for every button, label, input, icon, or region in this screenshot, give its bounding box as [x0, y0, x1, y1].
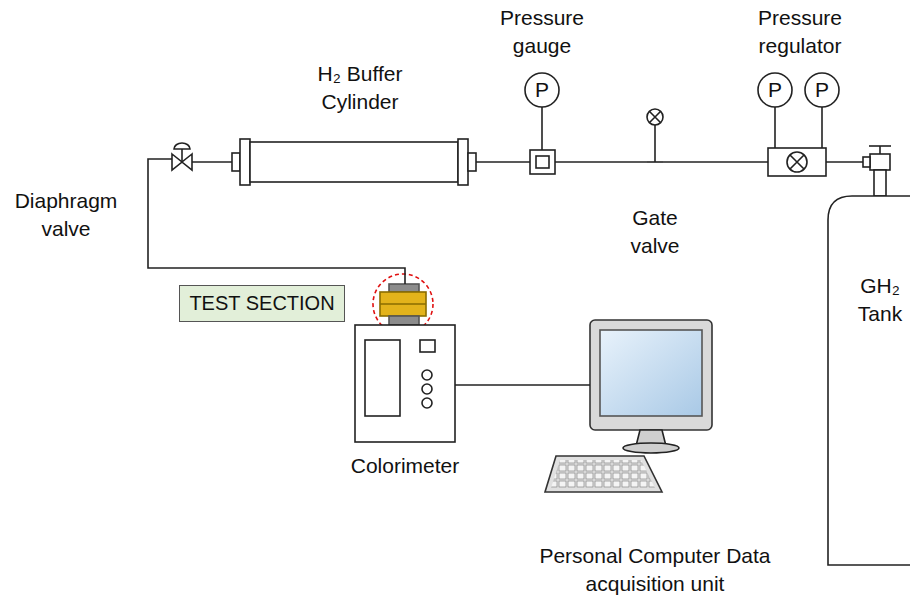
pipe-line — [476, 161, 530, 163]
component-label: H₂ Buffer Cylinder — [294, 60, 426, 115]
pressure-regulator: Pressure regulatorPP — [768, 148, 826, 176]
gauge-letter: P — [530, 76, 554, 104]
component-label: Gate valve — [617, 204, 693, 259]
gas-tank: GH₂ Tank — [828, 196, 910, 565]
pressure-gauge: Pressure gaugeP — [530, 150, 555, 174]
gauge-letter: P — [763, 76, 787, 104]
test-section-label: TEST SECTION — [179, 285, 345, 322]
pipe-line — [663, 161, 768, 163]
buffer-cylinder: H₂ Buffer Cylinder — [232, 139, 476, 185]
component-label: Pressure regulator — [745, 4, 855, 59]
component-label: Personal Computer Data acquisition unit — [535, 542, 775, 597]
valve-node: Diaphragm valve — [172, 146, 192, 172]
pipe-line — [455, 384, 590, 386]
computer: Personal Computer Data acquisition unit — [590, 318, 712, 432]
component-label: Diaphragm valve — [0, 187, 132, 242]
component-label: GH₂ Tank — [854, 272, 906, 327]
pipe-line — [826, 161, 828, 163]
component-label: TEST SECTION — [189, 290, 334, 316]
pipe-line — [192, 161, 232, 163]
colorimeter: Colorimeter — [355, 284, 455, 442]
pipe-line — [148, 159, 405, 284]
component-label: Pressure gauge — [487, 4, 597, 59]
pipe-line — [555, 161, 647, 163]
gate-valve: Gate valve — [647, 109, 663, 163]
gauge-letter: P — [810, 76, 834, 104]
component-label: Colorimeter — [335, 452, 475, 480]
